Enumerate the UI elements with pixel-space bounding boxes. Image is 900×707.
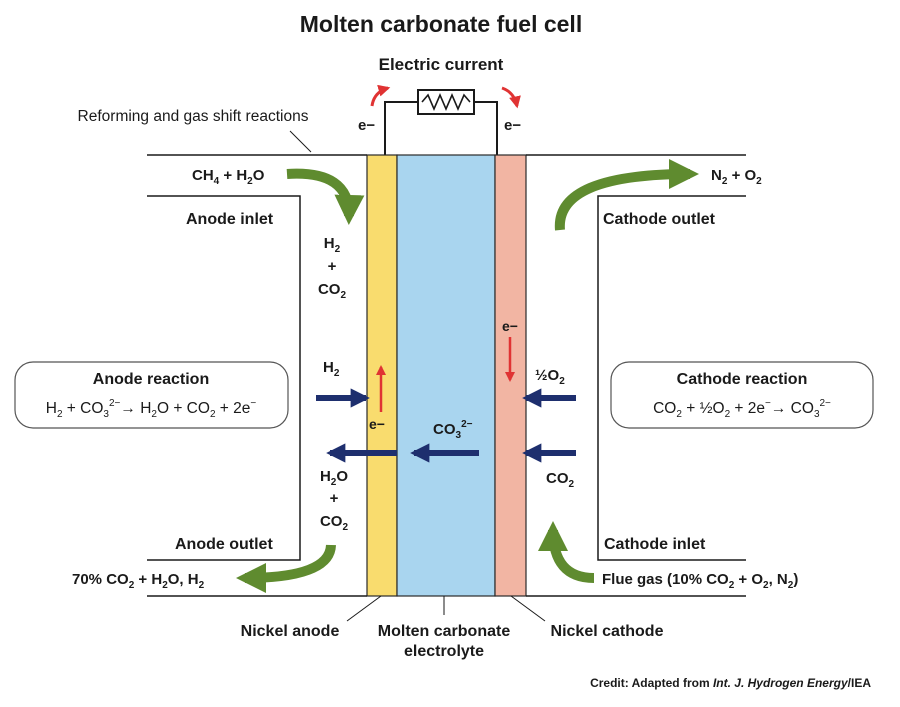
electrolyte-label-line1: Molten carbonate bbox=[378, 623, 511, 640]
anode-inlet-label: Anode inlet bbox=[186, 211, 274, 228]
cathode-outlet-gas-label: N2 + O2 bbox=[711, 167, 762, 187]
cathode-inlet-label: Cathode inlet bbox=[604, 536, 706, 553]
anode-reaction-box bbox=[14, 361, 289, 429]
half-o2-label: ½O2 bbox=[535, 367, 565, 387]
anode-channel-wall bbox=[147, 154, 367, 597]
electron-flow-left-arrow bbox=[370, 84, 391, 107]
cathode-channel-wall bbox=[526, 154, 746, 597]
credit-line: Credit: Adapted from Int. J. Hydrogen En… bbox=[590, 676, 871, 690]
fuel-in-label: CH4 + H2O bbox=[192, 167, 265, 187]
anode-electron-label: e− bbox=[369, 416, 385, 432]
electrolyte-layer bbox=[396, 154, 496, 597]
h2-product-label: H2 bbox=[324, 235, 341, 255]
co2-product-label-2: CO2 bbox=[320, 513, 349, 533]
plus-sign: + bbox=[328, 258, 337, 275]
anode-exhaust-arrow bbox=[236, 544, 336, 593]
nickel-anode-leader bbox=[346, 595, 382, 622]
cathode-electron-label: e− bbox=[502, 318, 518, 334]
flue-gas-label: Flue gas (10% CO2 + O2, N2) bbox=[602, 571, 798, 591]
electron-left-label: e− bbox=[358, 117, 375, 134]
co2-input-label: CO2 bbox=[546, 470, 575, 490]
electric-current-label: Electric current bbox=[379, 55, 504, 74]
fuel-inflow-arrow bbox=[286, 168, 365, 225]
anode-reaction-equation: H2 + CO32−→ H2O + CO2 + 2e− bbox=[46, 398, 257, 420]
resistor-zigzag bbox=[421, 92, 471, 112]
cathode-outlet-label: Cathode outlet bbox=[603, 211, 716, 228]
cathode-reaction-title: Cathode reaction bbox=[677, 371, 808, 388]
flue-gas-inflow-arrow bbox=[538, 521, 595, 583]
cathode-reaction-equation: CO2 + ½O2 + 2e−→ CO32− bbox=[653, 398, 831, 420]
nickel-anode-label: Nickel anode bbox=[241, 623, 340, 640]
cathode-reaction-box bbox=[610, 361, 874, 429]
carbonate-ion-label: CO32− bbox=[433, 419, 473, 441]
nickel-cathode-label: Nickel cathode bbox=[551, 623, 664, 640]
cathode-outflow-arrow bbox=[554, 159, 699, 231]
anode-outlet-label: Anode outlet bbox=[175, 536, 273, 553]
reforming-leader-line bbox=[289, 130, 312, 153]
co2-product-label: CO2 bbox=[318, 281, 347, 301]
electron-right-label: e− bbox=[504, 117, 521, 134]
h2-input-label: H2 bbox=[323, 359, 340, 379]
reforming-label: Reforming and gas shift reactions bbox=[78, 108, 309, 125]
diagram-title: Molten carbonate fuel cell bbox=[300, 11, 582, 37]
circuit-wire bbox=[384, 101, 498, 155]
anode-exhaust-label: 70% CO2 + H2O, H2 bbox=[72, 571, 205, 591]
electron-flow-right-arrow bbox=[501, 86, 521, 109]
nickel-cathode-layer bbox=[494, 154, 527, 597]
plus-sign-2: + bbox=[330, 490, 339, 507]
h2o-product-label: H2O bbox=[320, 468, 348, 488]
anode-reaction-title: Anode reaction bbox=[93, 371, 209, 388]
nickel-cathode-leader bbox=[510, 595, 546, 622]
electrolyte-label-line2: electrolyte bbox=[404, 643, 484, 660]
